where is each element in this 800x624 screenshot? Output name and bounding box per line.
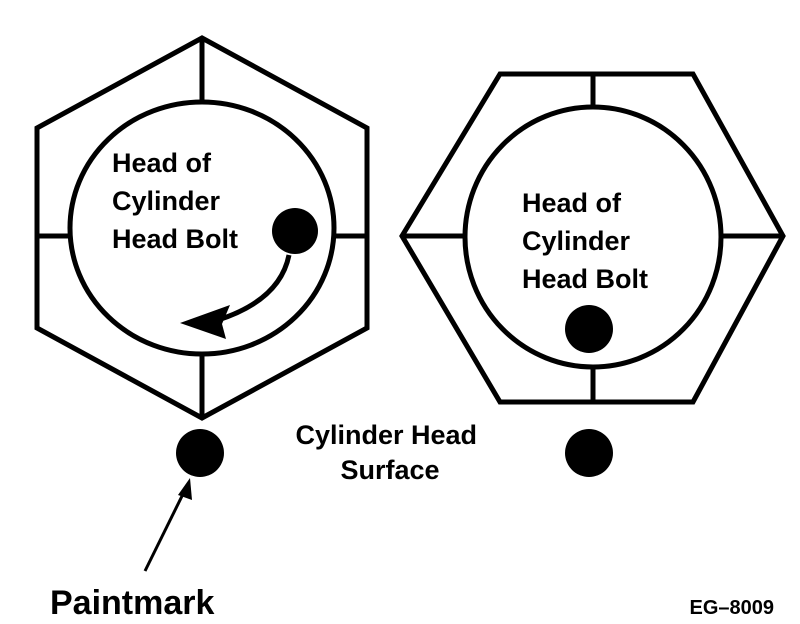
left-bolt-label-line-3: Head Bolt [112, 224, 238, 254]
figure-code: EG–8009 [689, 597, 774, 619]
right-bolt-label-line-1: Head of [522, 188, 622, 218]
paintmark-pointer [143, 478, 192, 572]
right-surface-paint-dot [565, 429, 613, 477]
left-surface-paint-dot [176, 429, 224, 477]
rotation-arrow-head [180, 305, 230, 339]
surface-label-line-1: Cylinder Head [295, 420, 477, 450]
cylinder-head-surface-label: Cylinder Head Surface [295, 420, 484, 485]
left-bolt-paint-dot [272, 208, 318, 254]
rotation-arrow-curve [217, 254, 292, 323]
paintmark-pointer-head [178, 478, 192, 500]
left-bolt-label-line-1: Head of [112, 148, 212, 178]
surface-label-line-2: Surface [340, 455, 439, 485]
right-bolt-head: Head of Cylinder Head Bolt [399, 71, 786, 405]
left-bolt-label: Head of Cylinder Head Bolt [112, 148, 238, 254]
right-bolt-label-line-3: Head Bolt [522, 264, 648, 294]
paintmark-pointer-line [143, 491, 186, 572]
paintmark-label: Paintmark [50, 584, 214, 622]
left-bolt-label-line-2: Cylinder [112, 186, 221, 216]
left-bolt-head: Head of Cylinder Head Bolt [34, 35, 370, 421]
right-bolt-paint-dot [565, 305, 613, 353]
right-bolt-label: Head of Cylinder Head Bolt [522, 188, 648, 294]
right-bolt-label-line-2: Cylinder [522, 226, 631, 256]
